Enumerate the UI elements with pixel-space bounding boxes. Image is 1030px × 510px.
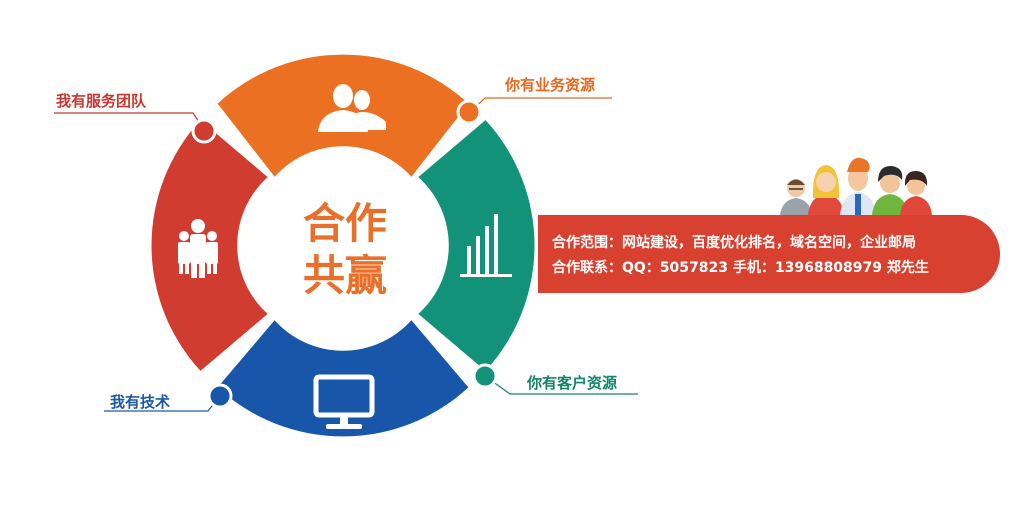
center-slogan-line1: 合作 (302, 199, 387, 248)
banner-scope: 合作范围：网站建设，百度优化排名，域名空间，企业邮局 (552, 235, 916, 251)
contact-banner: 合作范围：网站建设，百度优化排名，域名空间，企业邮局 合作联系：QQ：50578… (538, 215, 1000, 293)
callout-team: 我有服务团队 (56, 92, 147, 110)
monitor-icon (313, 374, 375, 429)
callout-business: 你有业务资源 (505, 76, 596, 94)
leader-line-business (469, 97, 612, 113)
center-circle (255, 158, 431, 334)
dot-top-left (191, 118, 217, 144)
callout-tech: 我有技术 (110, 393, 171, 411)
center-slogan-line2: 共赢 (302, 251, 387, 300)
center-slogan: 合作 共赢 (268, 198, 422, 302)
group-icon (178, 219, 218, 278)
dot-bottom-right (472, 363, 498, 389)
bar-chart-icon (460, 214, 512, 277)
dot-bottom-left (207, 383, 233, 409)
leader-line-team (54, 112, 206, 132)
two-people-icon (318, 84, 386, 132)
cartoon-people-illustration (780, 157, 932, 215)
callout-customers: 你有客户资源 (527, 374, 618, 392)
banner-contact: 合作联系：QQ：5057823 手机：13968808979 郑先生 (552, 260, 929, 276)
dot-top-right (456, 99, 482, 125)
